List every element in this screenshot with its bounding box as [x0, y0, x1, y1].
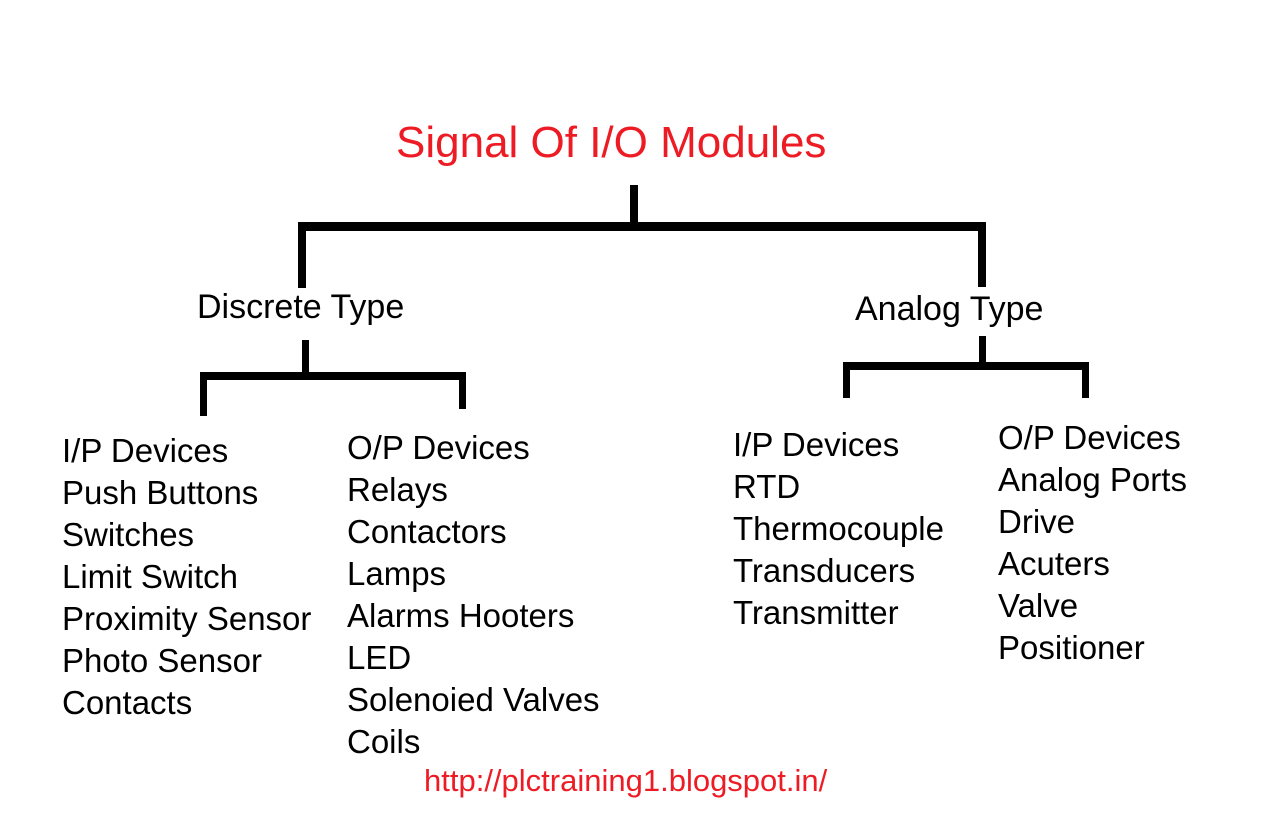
list-item: O/P Devices: [998, 419, 1181, 456]
list-item: Photo Sensor: [62, 642, 262, 679]
list-item: Lamps: [347, 555, 447, 592]
list-item: Valve: [998, 587, 1079, 624]
list-discrete-op-devices: O/P Devices Relays Contactors Lamps Alar…: [347, 427, 600, 763]
diagram-title: Signal Of I/O Modules: [396, 118, 827, 167]
list-discrete-ip-devices: I/P Devices Push Buttons Switches Limit …: [62, 430, 311, 724]
list-item: Relays: [347, 471, 448, 508]
list-item: Transducers: [733, 552, 916, 589]
list-item: Limit Switch: [62, 558, 239, 595]
connector-analog-horizontal: [843, 362, 1089, 370]
connector-analog-stem: [979, 336, 986, 368]
list-analog-ip-devices: I/P Devices RTD Thermocouple Transducers…: [733, 424, 944, 634]
connector-discrete-horizontal: [200, 372, 466, 380]
list-item: Contactors: [347, 513, 507, 550]
footer-url-text: http://plctraining1.blogspot.in/: [424, 763, 828, 798]
list-analog-op-devices: O/P Devices Analog Ports Drive Acuters V…: [998, 417, 1187, 669]
list-item: Drive: [998, 503, 1076, 540]
connector-root-stem: [630, 185, 638, 227]
list-item: Acuters: [998, 545, 1110, 582]
list-item: Coils: [347, 723, 421, 760]
connector-analog-stub-op: [1082, 362, 1089, 398]
list-item: Switches: [62, 516, 195, 553]
list-item: Analog Ports: [998, 461, 1187, 498]
list-item: Thermocouple: [733, 510, 944, 547]
list-item: Push Buttons: [62, 474, 259, 511]
list-item: Proximity Sensor: [62, 600, 312, 637]
connector-discrete-stub-ip: [200, 372, 207, 416]
connector-analog-stub-ip: [843, 362, 850, 398]
list-item: Alarms Hooters: [347, 597, 575, 634]
list-item: LED: [347, 639, 412, 676]
list-item: O/P Devices: [347, 429, 530, 466]
list-item: Transmitter: [733, 594, 899, 631]
list-item: Positioner: [998, 629, 1145, 666]
connector-discrete-stem: [302, 340, 309, 378]
list-item: I/P Devices: [733, 426, 900, 463]
connector-drop-discrete: [298, 222, 306, 288]
list-item: I/P Devices: [62, 432, 229, 469]
connector-main-horizontal: [298, 222, 986, 231]
branch-label-discrete-type: Discrete Type: [197, 288, 405, 326]
branch-label-analog-type: Analog Type: [855, 290, 1044, 328]
list-item: Solenoied Valves: [347, 681, 600, 718]
connector-discrete-stub-op: [459, 372, 466, 409]
connector-drop-analog: [978, 222, 986, 287]
list-item: Contacts: [62, 684, 193, 721]
list-item: RTD: [733, 468, 801, 505]
